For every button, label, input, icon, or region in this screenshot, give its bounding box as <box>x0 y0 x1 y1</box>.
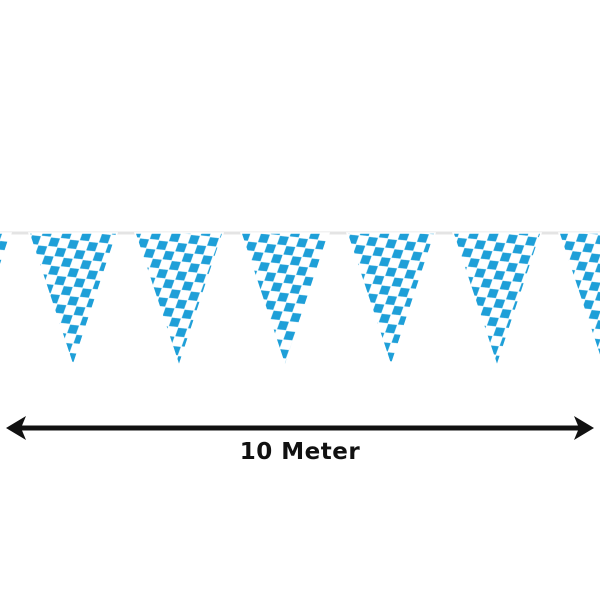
arrow-head-right <box>574 416 594 440</box>
pennant-flag <box>0 232 13 269</box>
pennant-flag <box>557 232 600 360</box>
length-arrow <box>6 416 594 440</box>
pennant-flag <box>27 232 119 369</box>
pennant-flag <box>451 232 543 369</box>
pennant-flag <box>133 232 225 369</box>
pennant-flag <box>345 232 437 369</box>
arrow-head-left <box>6 416 26 440</box>
length-label: 10 Meter <box>239 439 361 465</box>
pennant-string <box>0 232 600 369</box>
pennant-flag <box>239 232 331 369</box>
